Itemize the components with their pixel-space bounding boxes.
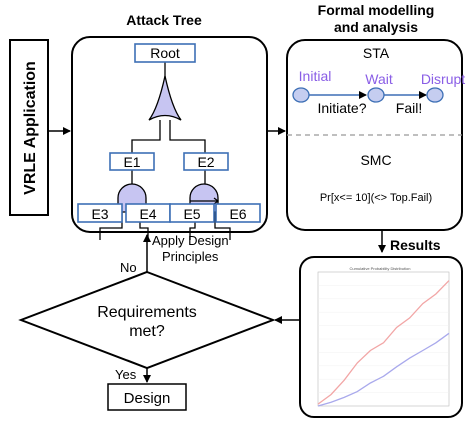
design-box (107, 383, 187, 411)
sta-automaton: Initial Wait Disrupt Initiate? Fail! (292, 68, 465, 116)
apply-principles-line1: Apply Design (152, 233, 229, 248)
vrle-application-label: VRLE Application (22, 61, 39, 195)
chart-series-line-1 (317, 280, 450, 405)
state-initial-node (292, 87, 310, 103)
smc-title: SMC (360, 152, 391, 168)
formal-heading-line2: and analysis (334, 19, 418, 35)
tree-node-e3 (77, 203, 123, 223)
chart-title: Cumulative Probability Distribution (350, 266, 411, 271)
tree-node-root (134, 43, 196, 63)
tree-node-e2 (183, 152, 229, 171)
tree-node-e5-label: E5 (183, 206, 200, 222)
tree-node-e1 (109, 152, 155, 171)
tree-node-e5 (169, 203, 215, 223)
transition-fail-label: Fail! (396, 100, 422, 116)
or-gate-icon (148, 75, 182, 121)
decision-line1: Requirements (97, 304, 197, 321)
sta-title: STA (363, 45, 390, 61)
tree-node-e6 (215, 203, 261, 223)
results-panel (299, 256, 463, 418)
tree-node-e3-label: E3 (91, 206, 108, 222)
state-wait-label: Wait (365, 71, 393, 87)
decision-yes-label: Yes (115, 367, 137, 382)
design-label: Design (124, 390, 171, 407)
results-heading: Results (390, 237, 441, 253)
tree-node-e6-label: E6 (229, 206, 246, 222)
decision-line2: met? (129, 323, 165, 340)
attack-tree-heading: Attack Tree (126, 12, 202, 28)
chart-series-group (317, 280, 450, 407)
tree-node-e1-label: E1 (123, 154, 140, 170)
state-disrupt-label: Disrupt (421, 71, 465, 87)
apply-principles-line2: Principles (162, 249, 219, 264)
decision-no-label: No (120, 260, 137, 275)
results-chart: Cumulative Probability Distribution (317, 266, 450, 407)
tree-node-e4-label: E4 (139, 206, 156, 222)
tree-node-root-label: Root (150, 45, 180, 61)
state-wait-node (367, 87, 385, 103)
chart-series-line-2 (317, 332, 450, 407)
formal-heading-line1: Formal modelling (318, 2, 435, 18)
tree-node-e2-label: E2 (197, 154, 214, 170)
vrle-application-block: VRLE Application (9, 39, 49, 216)
transition-initiate-label: Initiate? (317, 100, 366, 116)
state-disrupt-node (426, 87, 444, 103)
state-initial-label: Initial (299, 68, 332, 84)
smc-query: Pr[x<= 10](<> Top.Fail) (320, 192, 432, 204)
